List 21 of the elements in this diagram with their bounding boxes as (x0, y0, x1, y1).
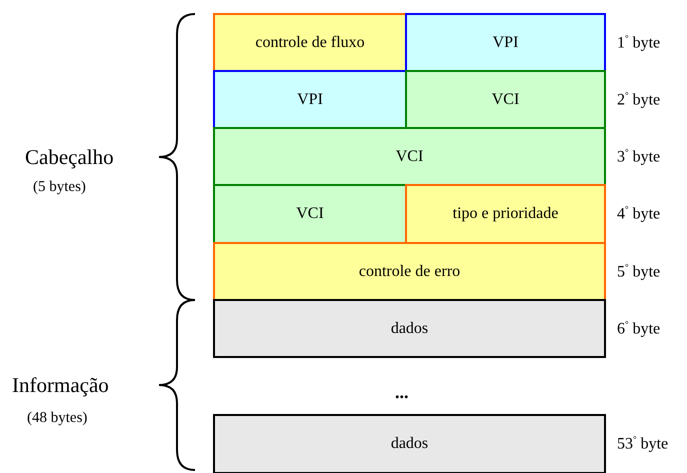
section-label: Informação (12, 374, 109, 396)
byte-label: 3$^{°}$ byte (617, 148, 660, 166)
byte-label: 5$^{°}$ byte (617, 263, 660, 280)
field-cell: VCI (213, 184, 407, 244)
ellipsis: ... (395, 383, 408, 401)
byte-count-label: (48 bytes) (27, 410, 88, 426)
field-cell: VCI (405, 70, 606, 129)
field-cell: VPI (213, 70, 407, 129)
field-cell: controle de erro (213, 242, 606, 301)
section-label: Cabeçalho (25, 146, 114, 168)
byte-label: 2$^{°}$ byte (617, 91, 660, 108)
data-cell: dados (213, 414, 606, 473)
field-cell: tipo e prioridade (405, 184, 606, 244)
data-cell: dados (213, 299, 606, 358)
byte-label: 6$^{°}$ byte (617, 320, 660, 338)
byte-label: 4$^{°}$ byte (617, 205, 660, 222)
field-cell: VPI (405, 13, 606, 72)
field-cell: VCI (213, 127, 606, 186)
byte-count-label: (5 bytes) (33, 180, 86, 194)
byte-label: 1$^{°}$ byte (617, 34, 660, 52)
field-cell: controle de fluxo (213, 13, 407, 72)
